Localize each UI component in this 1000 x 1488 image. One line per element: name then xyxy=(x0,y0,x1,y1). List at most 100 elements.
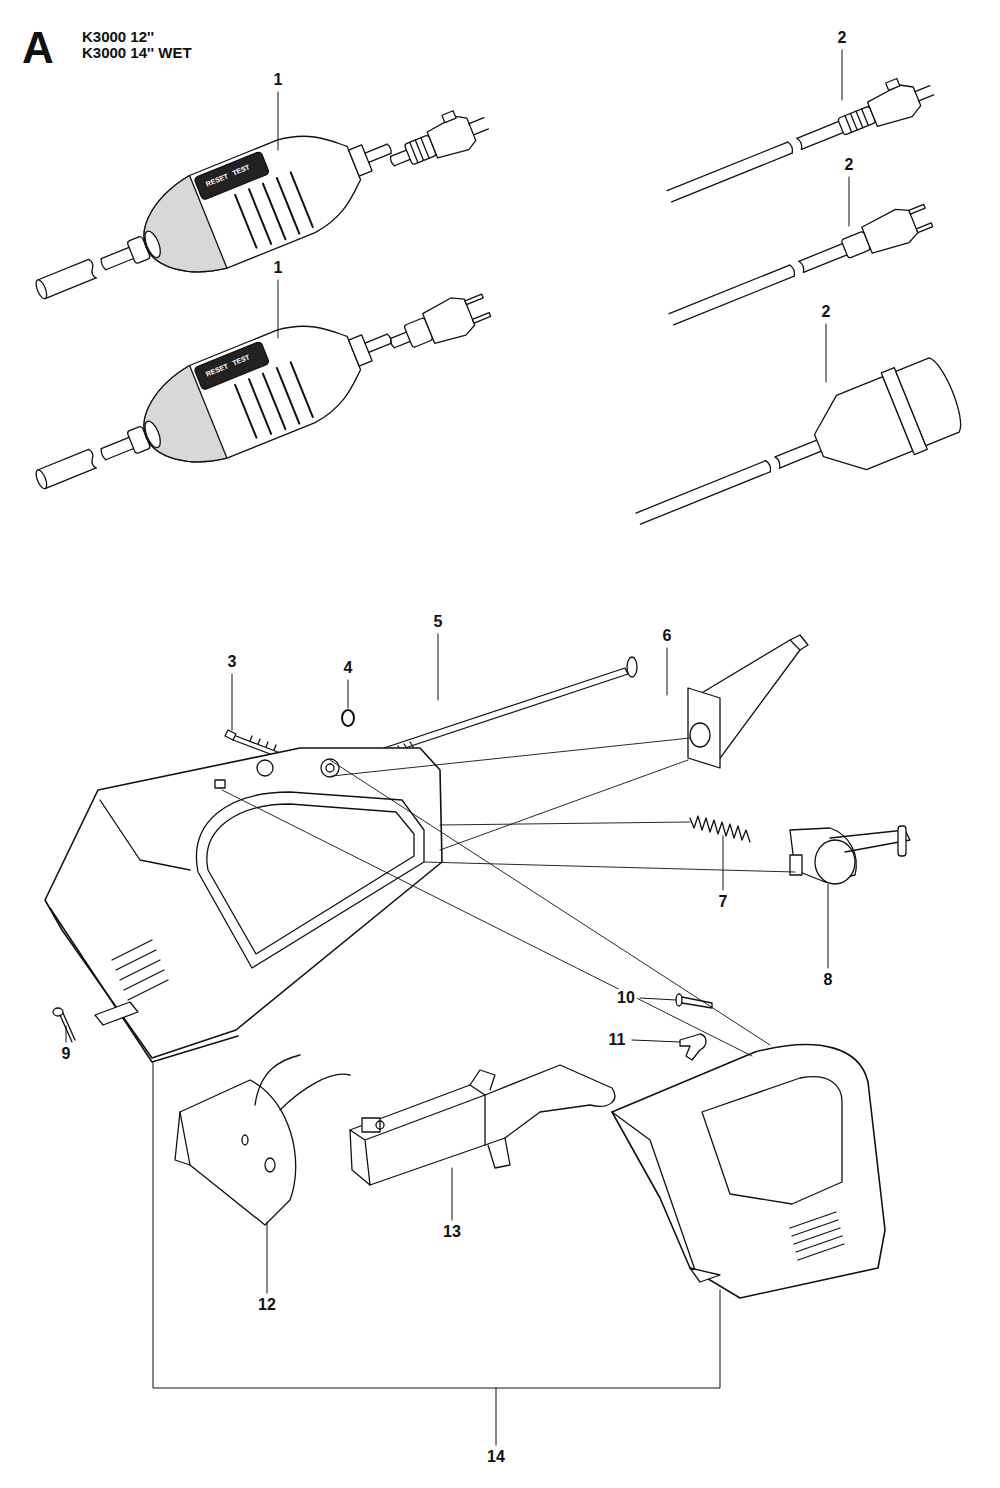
screw xyxy=(225,730,236,740)
cable-sleeve xyxy=(688,635,808,768)
housing-half xyxy=(45,748,442,1062)
prcd-unit xyxy=(19,102,409,337)
power-cord xyxy=(862,109,869,126)
housing-half xyxy=(612,1112,695,1270)
prcd-unit xyxy=(38,259,89,280)
prcd-unit xyxy=(106,449,134,460)
prcd-unit xyxy=(100,449,106,461)
housing-half xyxy=(207,804,414,954)
callout-number: 2 xyxy=(843,156,856,174)
screw xyxy=(53,1008,75,1042)
leader-line xyxy=(66,50,849,1445)
assembly-line xyxy=(222,790,752,1056)
prcd-unit xyxy=(369,343,391,352)
callout-number: 1 xyxy=(272,259,285,277)
housing-half xyxy=(690,1268,720,1282)
plug xyxy=(389,156,394,166)
assembly-line xyxy=(222,738,795,1056)
housing-half xyxy=(215,780,225,788)
power-cord xyxy=(766,460,772,472)
power-cord xyxy=(797,138,803,150)
callout-number: 9 xyxy=(60,1045,73,1063)
housing-half xyxy=(321,759,339,777)
spring xyxy=(690,816,750,842)
prcd-unit xyxy=(34,469,49,491)
cable-clip xyxy=(680,1034,706,1060)
cable-sleeve xyxy=(790,635,808,650)
assembly-line xyxy=(332,738,690,776)
power-cord xyxy=(674,276,795,325)
trigger-switch xyxy=(485,1065,615,1145)
power-cord xyxy=(636,461,766,513)
power-cord xyxy=(801,133,843,150)
button-text: TEST xyxy=(231,163,250,176)
capacitor-plate xyxy=(175,1055,350,1225)
prcd-unit xyxy=(142,419,164,449)
callout-number: 6 xyxy=(661,627,674,645)
prcd-unit xyxy=(100,259,106,271)
trigger-switch xyxy=(350,1085,485,1185)
prcd-unit xyxy=(235,362,313,440)
tie-rod xyxy=(372,668,628,758)
power-cord xyxy=(622,351,969,560)
leader-line xyxy=(667,648,668,695)
plug xyxy=(442,111,456,123)
power-cord xyxy=(672,153,793,202)
plug xyxy=(389,338,394,348)
power-cord xyxy=(788,141,794,153)
screw xyxy=(60,1013,75,1042)
plug xyxy=(391,332,407,338)
leader-line xyxy=(842,50,843,100)
prcd-unit xyxy=(369,153,391,162)
leader-line xyxy=(826,324,827,382)
plug xyxy=(410,142,418,162)
plug xyxy=(474,129,489,135)
trigger-switch xyxy=(350,1095,485,1185)
leader-line xyxy=(66,1026,67,1042)
leader-line xyxy=(849,177,850,226)
prcd-unit xyxy=(235,385,256,438)
power-cord xyxy=(775,456,781,468)
housing-half xyxy=(612,1045,885,1298)
screw xyxy=(250,736,276,750)
callout-number: 1 xyxy=(272,71,285,89)
power-cord xyxy=(799,261,805,273)
model-name: K3000 14'' WET xyxy=(80,44,194,61)
capacitor-plate xyxy=(280,1074,350,1110)
prcd-unit xyxy=(101,437,129,448)
housing-half xyxy=(326,764,334,772)
section-letter: A xyxy=(20,25,56,71)
screw xyxy=(676,994,682,1006)
plug xyxy=(384,287,494,362)
housing-half xyxy=(50,908,238,1062)
callout-number: 11 xyxy=(607,1031,628,1049)
prcd-unit xyxy=(194,151,270,200)
prcd-unit xyxy=(19,292,409,527)
cable-sleeve xyxy=(688,688,720,768)
trigger-switch xyxy=(376,1121,384,1129)
callout-number: 10 xyxy=(615,989,637,1007)
button-text: TEST xyxy=(231,353,250,366)
prcd-unit xyxy=(349,145,372,176)
leader-line xyxy=(153,1062,720,1388)
power-cord xyxy=(909,204,925,214)
prcd-unit xyxy=(127,117,372,294)
prcd-unit xyxy=(142,229,164,259)
power-cord xyxy=(896,355,968,446)
callout-number: 4 xyxy=(342,659,355,677)
power-cord xyxy=(886,79,900,91)
leader-line xyxy=(278,280,279,338)
screw xyxy=(53,1008,63,1016)
prcd-unit xyxy=(235,172,313,250)
power-cord xyxy=(915,86,930,92)
callout-number: 2 xyxy=(820,303,833,321)
housing-half xyxy=(790,1212,844,1260)
power-cord xyxy=(838,106,876,135)
prcd-unit xyxy=(365,144,387,153)
plug xyxy=(391,150,407,156)
prcd-unit xyxy=(106,259,134,270)
prcd-unit xyxy=(45,278,96,299)
leader-line xyxy=(278,92,279,150)
power-cord xyxy=(916,223,932,233)
